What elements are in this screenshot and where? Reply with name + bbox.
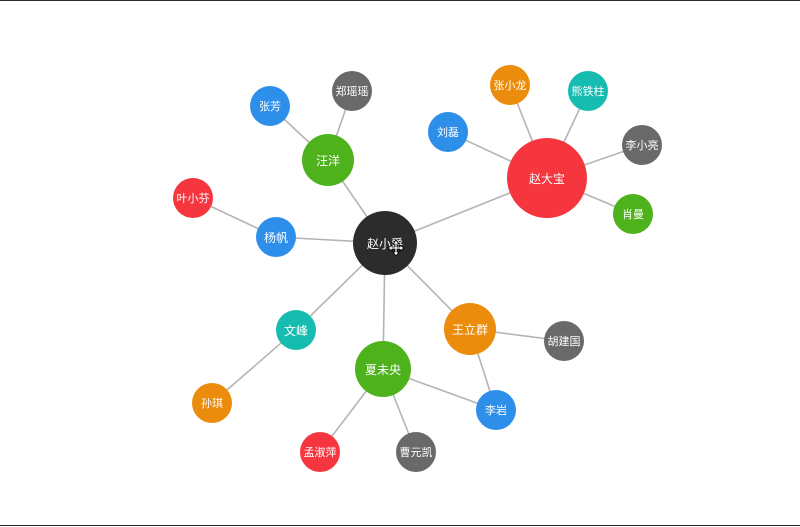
node-label: 肖曼 [622, 208, 644, 221]
node-label: 张芳 [259, 100, 281, 113]
node-label: 郑瑶瑶 [335, 85, 369, 98]
node-n11[interactable]: 孟淑萍 [300, 432, 340, 472]
node-n1[interactable]: 赵大宝 [507, 138, 587, 218]
node-label: 胡建国 [547, 335, 581, 348]
node-n16[interactable]: 张小龙 [490, 65, 530, 105]
node-label: 李小亮 [625, 139, 659, 152]
node-label: 孟淑萍 [303, 446, 337, 459]
node-n12[interactable]: 曹元凯 [396, 432, 436, 472]
node-label: 赵小爵 [366, 236, 403, 251]
node-label: 熊铁柱 [571, 85, 605, 98]
node-n0[interactable]: 赵小爵 [353, 211, 417, 275]
node-label: 杨帆 [263, 230, 288, 245]
node-label: 李岩 [485, 404, 507, 417]
node-n2[interactable]: 汪洋 [302, 134, 354, 186]
node-n15[interactable]: 刘磊 [428, 112, 468, 152]
node-label: 曹元凯 [399, 446, 433, 459]
node-n8[interactable]: 郑瑶瑶 [332, 71, 372, 111]
node-n14[interactable]: 胡建国 [544, 321, 584, 361]
node-label: 孙琪 [201, 397, 223, 410]
node-label: 赵大宝 [528, 171, 565, 186]
node-label: 夏未央 [364, 362, 401, 377]
node-label: 文峰 [283, 323, 308, 338]
node-n19[interactable]: 肖曼 [613, 194, 653, 234]
node-label: 叶小芬 [176, 192, 210, 205]
node-n6[interactable]: 王立群 [444, 303, 496, 355]
node-n10[interactable]: 孙琪 [192, 383, 232, 423]
node-label: 汪洋 [315, 153, 340, 168]
node-label: 刘磊 [437, 126, 459, 139]
node-n4[interactable]: 文峰 [276, 310, 316, 350]
node-n13[interactable]: 李岩 [476, 390, 516, 430]
node-n3[interactable]: 杨帆 [256, 217, 296, 257]
node-label: 张小龙 [493, 79, 527, 92]
node-n7[interactable]: 张芳 [250, 86, 290, 126]
node-n9[interactable]: 叶小芬 [173, 178, 213, 218]
node-label: 王立群 [451, 322, 488, 337]
node-n18[interactable]: 李小亮 [622, 125, 662, 165]
node-n5[interactable]: 夏未央 [355, 341, 411, 397]
node-n17[interactable]: 熊铁柱 [568, 71, 608, 111]
